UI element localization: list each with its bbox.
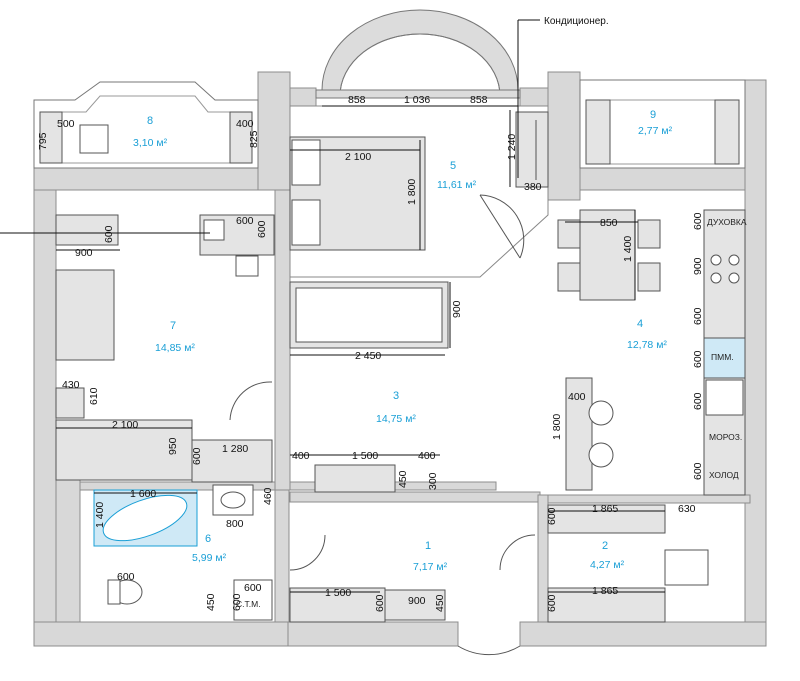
dim-r3-450: 450 xyxy=(397,470,409,488)
dim-r7-1280: 1 280 xyxy=(222,443,248,455)
dim-r6-1400: 1 400 xyxy=(94,502,106,528)
dim-r7-950: 950 xyxy=(167,437,179,455)
balcony-9 xyxy=(579,79,746,169)
dim-r6-450: 450 xyxy=(205,593,217,611)
dimension-labels: 858 1 036 858 2 100 1 800 1 240 380 500 … xyxy=(37,94,704,612)
dim-b8-795: 795 xyxy=(37,132,49,150)
living-furniture xyxy=(55,214,275,483)
dim-r3-2450: 2 450 xyxy=(355,350,381,362)
room-4-number: 4 xyxy=(637,318,643,330)
dim-r1-450: 450 xyxy=(434,594,446,612)
bedroom-furniture xyxy=(289,105,549,278)
dim-bay-mid: 1 036 xyxy=(404,94,430,106)
dim-r3-300: 300 xyxy=(427,472,439,490)
dim-r7-900: 900 xyxy=(75,247,93,259)
hall-furniture xyxy=(289,281,449,493)
room-9-number: 9 xyxy=(650,109,656,121)
dim-r6-600b: 600 xyxy=(244,582,262,594)
dim-bay-right: 858 xyxy=(470,94,488,106)
kitchen-furniture xyxy=(557,209,746,496)
dim-bed-height: 1 800 xyxy=(406,179,418,205)
dim-r6-600c: 600 xyxy=(231,593,243,611)
dim-r6-800: 800 xyxy=(226,518,244,530)
dim-k-900: 900 xyxy=(692,257,704,275)
dim-b8-500: 500 xyxy=(57,118,75,130)
dim-r6-460: 460 xyxy=(262,487,274,505)
walls xyxy=(33,71,767,647)
dim-r3-1500: 1 500 xyxy=(352,450,378,462)
dim-wardrobe: 380 xyxy=(524,181,542,193)
room-7-number: 7 xyxy=(170,320,176,332)
dim-r7-2100: 2 100 xyxy=(112,419,138,431)
freezer-label: МОРОЗ. xyxy=(709,432,742,442)
bay-window xyxy=(315,9,521,99)
balcony-8 xyxy=(33,81,259,169)
dim-bed-side: 1 240 xyxy=(506,134,518,160)
dim-b8-825: 825 xyxy=(248,130,260,148)
dim-b8-400: 400 xyxy=(236,118,254,130)
room-8-area: 3,10 м² xyxy=(133,137,168,149)
room-9-area: 2,77 м² xyxy=(638,125,673,137)
dim-k-600d: 600 xyxy=(692,392,704,410)
dim-bay-left: 858 xyxy=(348,94,366,106)
room-6-area: 5,99 м² xyxy=(192,552,227,564)
dim-k-600a: 600 xyxy=(692,212,704,230)
room-2-area: 4,27 м² xyxy=(590,559,625,571)
washer-label: С.Т.М. xyxy=(236,599,261,609)
room-1-area: 7,17 м² xyxy=(413,561,448,573)
dim-r7-430: 430 xyxy=(62,379,80,391)
dim-k-600e: 600 xyxy=(692,462,704,480)
fridge-label: ХОЛОД xyxy=(709,470,739,480)
dim-r6-600a: 600 xyxy=(117,571,135,583)
dim-k-850: 850 xyxy=(600,217,618,229)
room-labels: 1 7,17 м² 2 4,27 м² 3 14,75 м² 4 12,78 м… xyxy=(133,109,673,573)
entry-furniture xyxy=(289,504,709,656)
dim-k-1400: 1 400 xyxy=(622,236,634,262)
room-1-number: 1 xyxy=(425,540,431,552)
dim-r3-400b: 400 xyxy=(418,450,436,462)
dim-r7-610: 610 xyxy=(88,387,100,405)
dim-r1-900: 900 xyxy=(408,595,426,607)
room-5-area: 11,61 м² xyxy=(437,179,477,191)
room-5-number: 5 xyxy=(450,160,456,172)
appliance-labels: ДУХОВКА ПММ. МОРОЗ. ХОЛОД С.Т.М. xyxy=(236,217,747,609)
dim-r7-600: 600 xyxy=(191,447,203,465)
dim-r2-1865b: 1 865 xyxy=(592,585,618,597)
ac-annotation: Кондиционер. xyxy=(0,16,609,234)
dim-k-600c: 600 xyxy=(692,350,704,368)
dim-r2-600a: 600 xyxy=(546,507,558,525)
dim-r6-1600: 1 600 xyxy=(130,488,156,500)
dim-k-1800: 1 800 xyxy=(551,414,563,440)
dim-r2-1865a: 1 865 xyxy=(592,503,618,515)
bathroom-furniture xyxy=(93,484,273,621)
ac-label: Кондиционер. xyxy=(544,16,609,27)
dim-r2-630: 630 xyxy=(678,503,696,515)
room-6-number: 6 xyxy=(205,533,211,545)
dim-desk-600v: 600 xyxy=(256,220,268,238)
room-7-area: 14,85 м² xyxy=(155,342,195,354)
dim-k-400: 400 xyxy=(568,391,586,403)
room-4-area: 12,78 м² xyxy=(627,339,667,351)
dim-r3-400a: 400 xyxy=(292,450,310,462)
dim-k-600b: 600 xyxy=(692,307,704,325)
dim-bed-width: 2 100 xyxy=(345,151,371,163)
room-8-number: 8 xyxy=(147,115,153,127)
dishwasher-label: ПММ. xyxy=(711,352,734,362)
dim-desk-600: 600 xyxy=(236,215,254,227)
dim-sofa-900: 900 xyxy=(451,300,463,318)
room-3-number: 3 xyxy=(393,390,399,402)
room-2-number: 2 xyxy=(602,540,608,552)
dim-r1-600: 600 xyxy=(374,594,386,612)
dim-desk-600v2: 600 xyxy=(103,225,115,243)
room-3-area: 14,75 м² xyxy=(376,413,416,425)
dimension-lines xyxy=(56,105,665,593)
dim-r2-600b: 600 xyxy=(546,594,558,612)
oven-label: ДУХОВКА xyxy=(707,217,747,227)
dim-r1-1500: 1 500 xyxy=(325,587,351,599)
